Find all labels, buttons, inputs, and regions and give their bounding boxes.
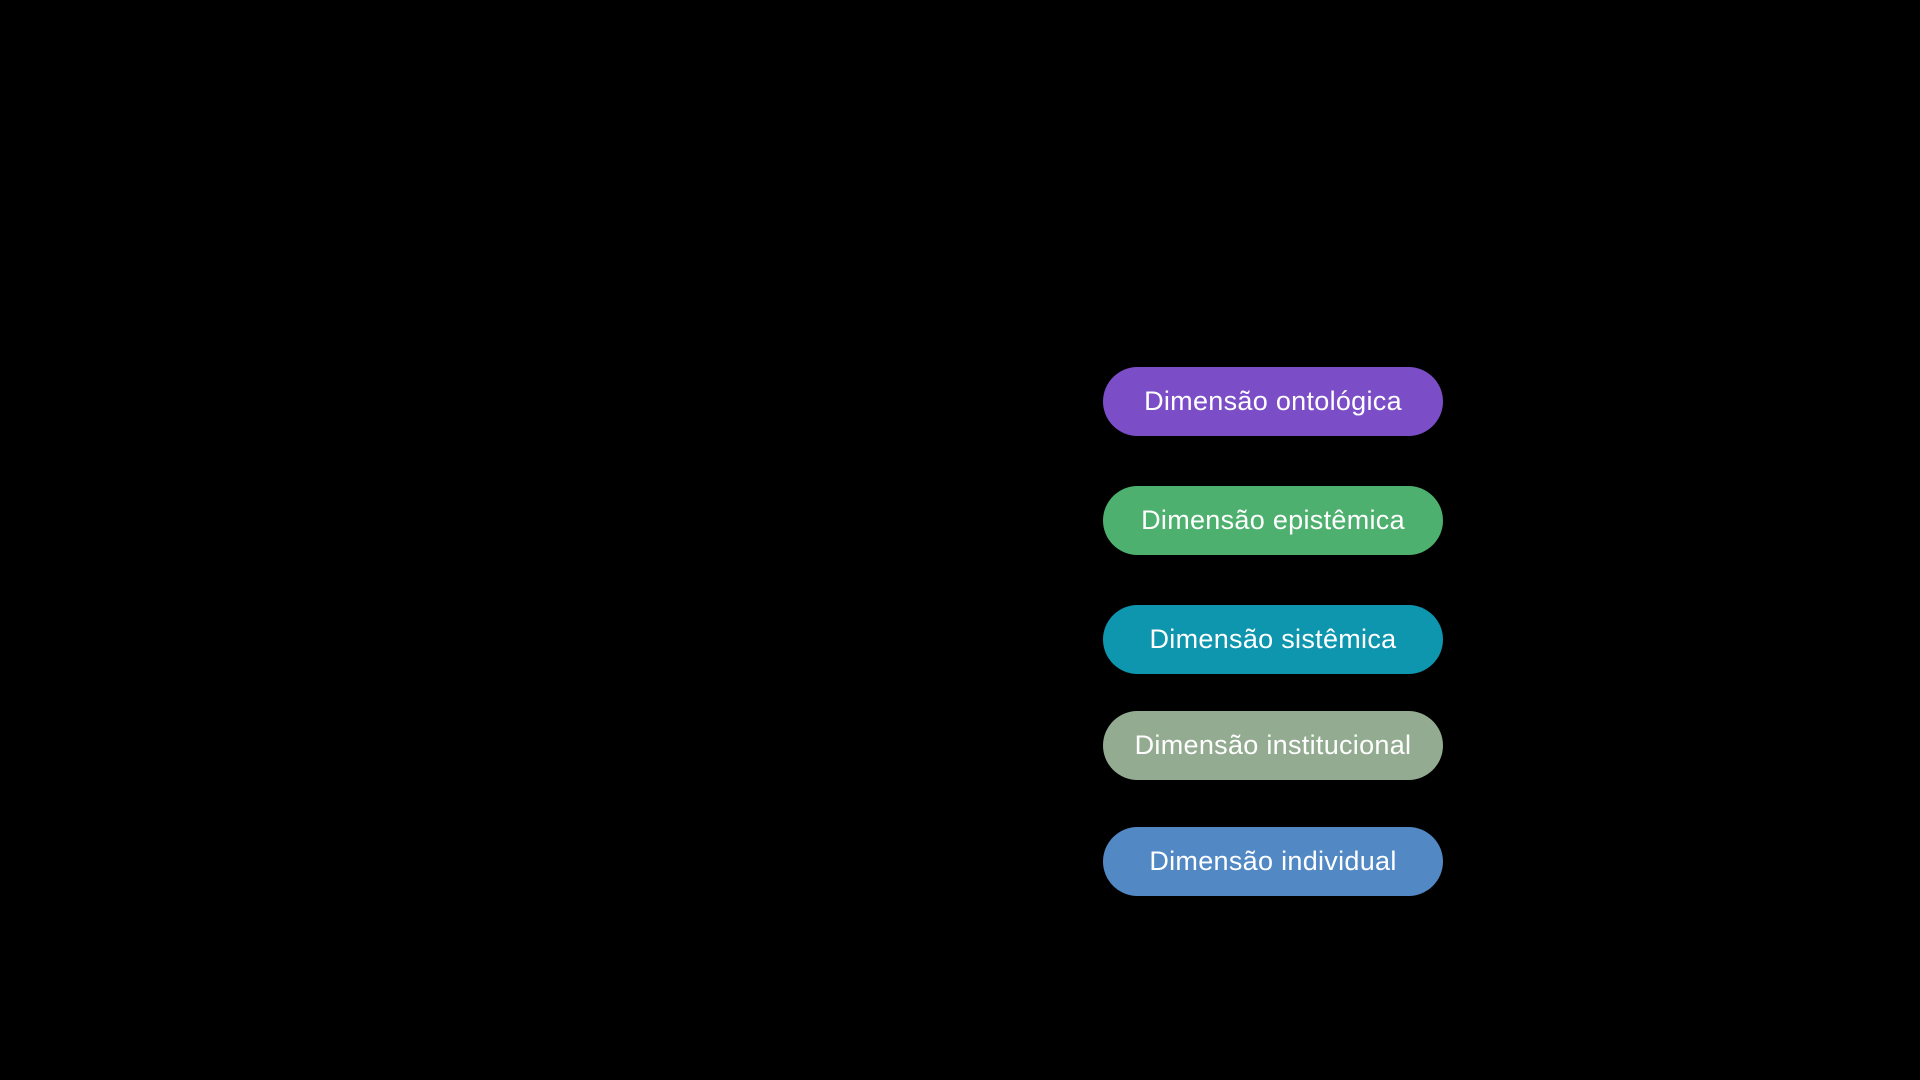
pill-dimensao-sistemica[interactable]: Dimensão sistêmica (1103, 605, 1443, 674)
pill-dimensao-institucional[interactable]: Dimensão institucional (1103, 711, 1443, 780)
pill-dimensao-epistemica[interactable]: Dimensão epistêmica (1103, 486, 1443, 555)
pill-dimensao-ontologica[interactable]: Dimensão ontológica (1103, 367, 1443, 436)
pill-dimensao-individual[interactable]: Dimensão individual (1103, 827, 1443, 896)
